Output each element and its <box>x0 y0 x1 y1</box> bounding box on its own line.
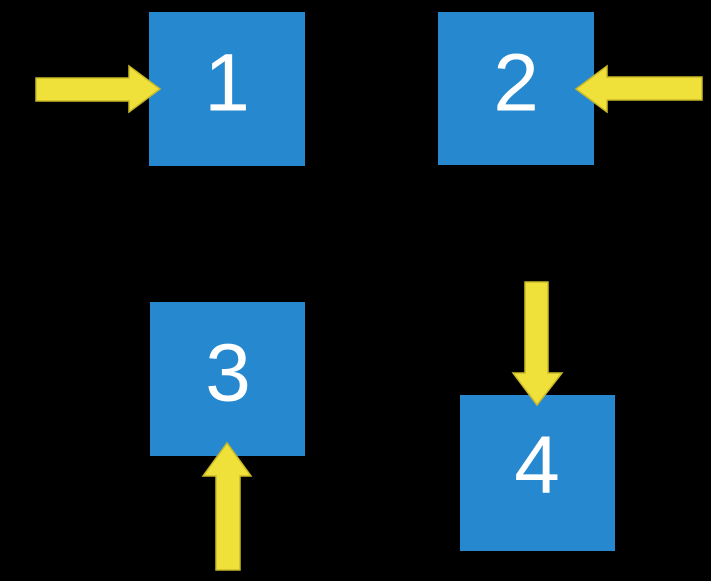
right-arrow-icon <box>35 64 162 114</box>
box-4-label: 4 <box>514 420 560 511</box>
left-arrow-icon <box>574 64 703 114</box>
up-arrow-icon <box>201 441 253 571</box>
numbered-box-4 <box>460 395 615 551</box>
box-2-label: 2 <box>493 38 539 129</box>
numbered-box-1 <box>149 12 305 166</box>
down-arrow-icon <box>511 281 564 407</box>
numbered-box-2 <box>438 12 594 165</box>
numbered-box-3 <box>150 302 305 456</box>
box-1-label: 1 <box>204 38 250 129</box>
box-3-label: 3 <box>205 328 251 419</box>
